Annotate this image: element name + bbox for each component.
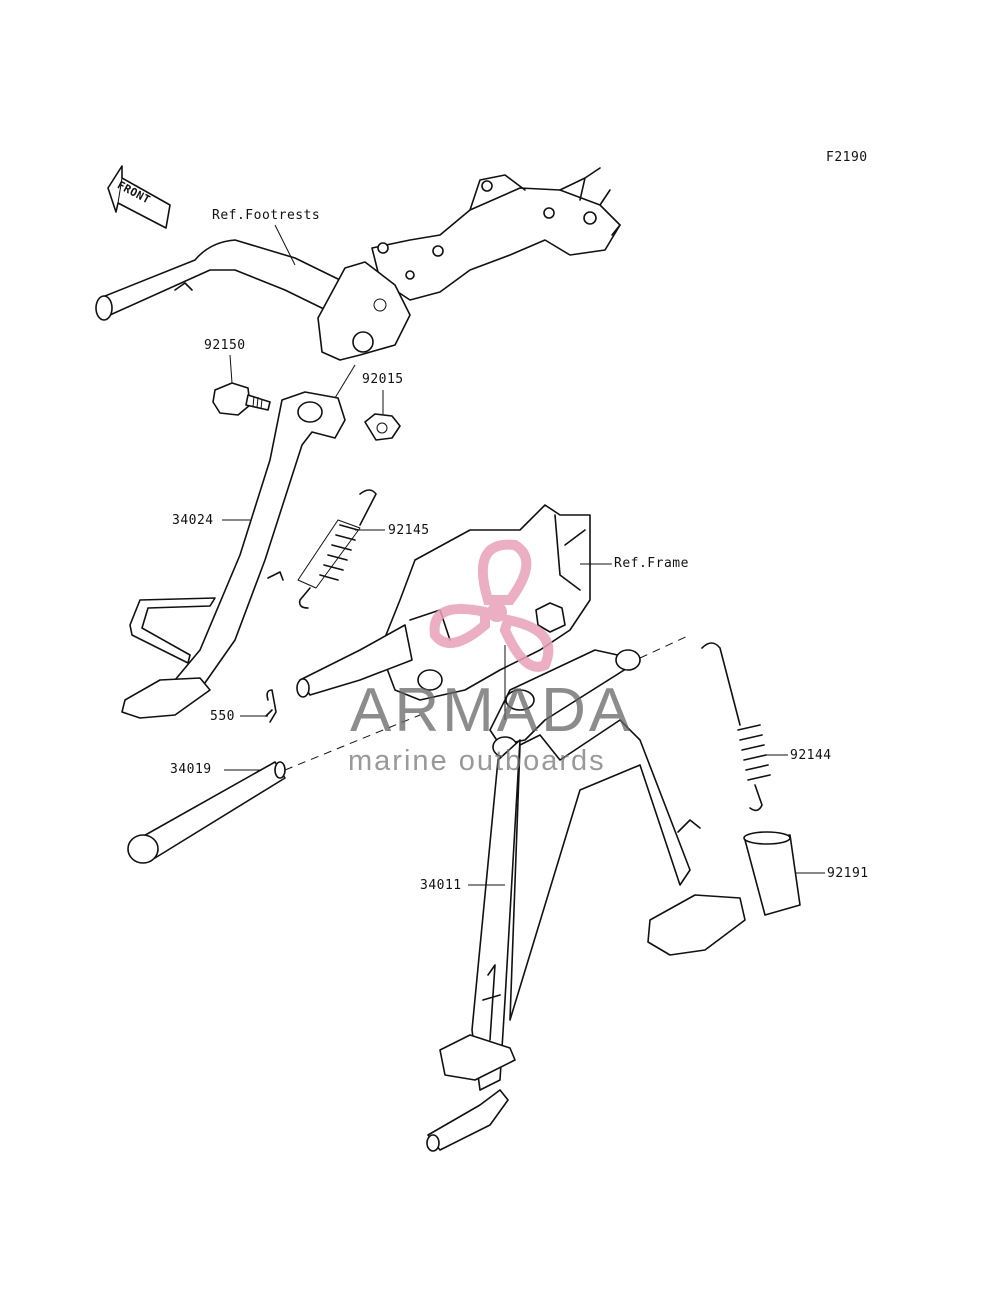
leader-lines (222, 224, 825, 886)
frame-lower (296, 504, 591, 701)
label-92150: 92150 (204, 338, 246, 353)
sleeve-92191 (743, 831, 801, 916)
pivot-pin-34019 (127, 761, 286, 864)
cotter-pin-550 (265, 689, 277, 723)
spring-92145 (297, 489, 377, 609)
label-92145: 92145 (388, 523, 430, 538)
watermark-tagline: marine outboards (348, 745, 606, 777)
center-stand-34011 (426, 649, 746, 1152)
bolt-92150 (212, 382, 271, 416)
footrest-rod (95, 239, 411, 361)
label-ref-footrests: Ref.Footrests (212, 208, 321, 223)
diagram-code: F2190 (826, 150, 868, 165)
label-34024: 34024 (172, 513, 214, 528)
label-ref-frame: Ref.Frame (614, 556, 689, 571)
side-stand-34024 (121, 391, 346, 719)
front-arrow-icon (107, 165, 171, 229)
label-92191: 92191 (827, 866, 869, 881)
label-34011: 34011 (420, 878, 462, 893)
label-92015: 92015 (362, 372, 404, 387)
nut-92015 (364, 413, 401, 441)
label-92144: 92144 (790, 748, 832, 763)
propeller-logo-icon (429, 539, 554, 672)
label-34019: 34019 (170, 762, 212, 777)
watermark-brand: ARMADA (350, 676, 634, 745)
label-550: 550 (210, 709, 235, 724)
spring-92144 (701, 642, 771, 812)
frame-bracket-upper (371, 167, 621, 301)
